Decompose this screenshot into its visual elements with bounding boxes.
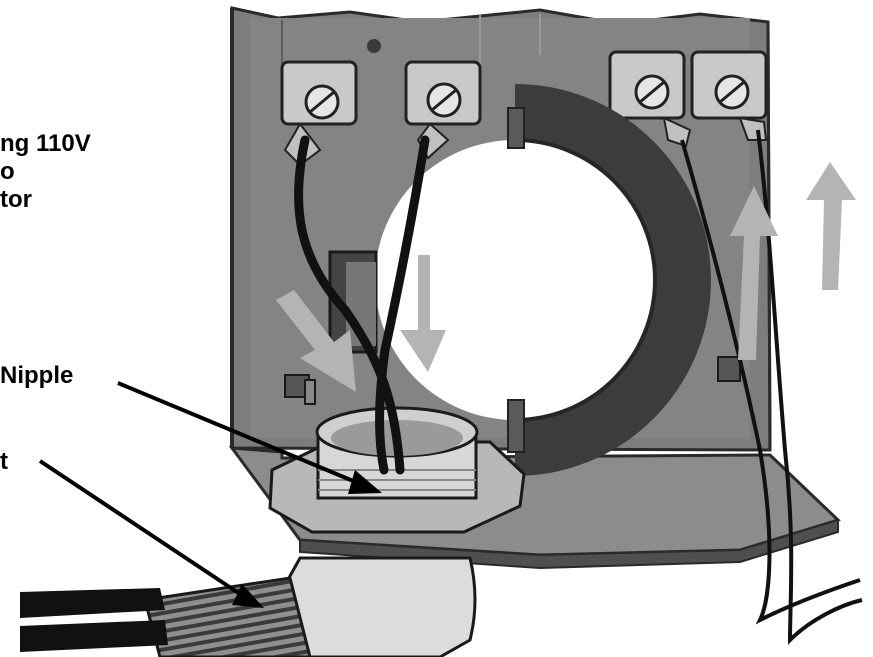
flow-arrows bbox=[276, 162, 856, 392]
conduit-leader-line bbox=[38, 459, 242, 596]
terminal-3 bbox=[608, 50, 692, 148]
arrow-down-left bbox=[276, 290, 356, 392]
arrow-up-right-b bbox=[806, 162, 856, 290]
mounting-stud-right bbox=[717, 356, 741, 382]
nipple-leader-line bbox=[117, 381, 359, 485]
terminal-4 bbox=[690, 50, 768, 141]
conduit-elbow bbox=[20, 556, 477, 657]
center-opening bbox=[375, 84, 711, 476]
wiring-label-line-1: ng 110V bbox=[0, 130, 91, 157]
arrow-up-right-a bbox=[730, 186, 778, 360]
mounting-stud-left bbox=[284, 374, 316, 405]
nipple-label: Nipple bbox=[0, 362, 74, 389]
wires-left bbox=[294, 135, 430, 475]
terminal-1 bbox=[280, 60, 358, 167]
wiring-label-line-3: tor bbox=[0, 186, 32, 213]
leader-lines bbox=[38, 381, 382, 608]
arrow-down-center bbox=[400, 255, 446, 372]
conduit-label: t bbox=[0, 448, 8, 475]
terminal-block bbox=[280, 50, 768, 167]
wiring-label-line-2: o bbox=[0, 158, 15, 185]
nipple-leader-arrowhead bbox=[348, 470, 382, 494]
conduit-leader-arrowhead bbox=[232, 584, 264, 608]
wires-right bbox=[680, 129, 863, 645]
